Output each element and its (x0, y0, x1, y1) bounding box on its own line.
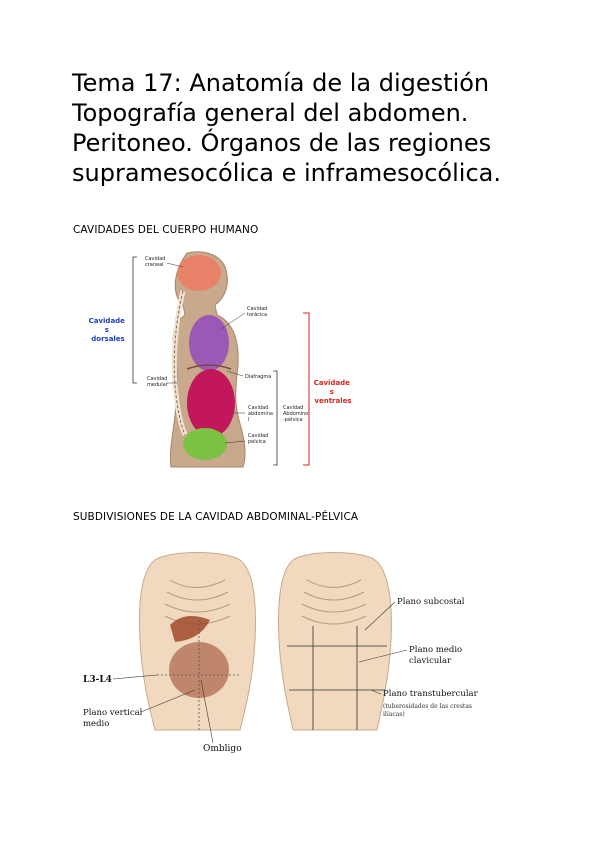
abdomino-pelvic-bracket (273, 370, 278, 466)
label-pelvica: Cavidad pélvica (248, 433, 270, 445)
pelvic-cavity (183, 428, 227, 460)
label-abdominal: Cavidad abdomina l (248, 405, 275, 423)
title-line-2: Topografía general del abdomen. (72, 99, 469, 127)
label-subcostal: Plano subcostal (397, 597, 465, 607)
label-l3l4: L3-L4 (83, 675, 112, 685)
abdominal-subdivisions-figure: L3-L4 Plano vertical medio Ombligo Plano… (83, 552, 479, 754)
label-plano-vertical: Plano vertical medio (83, 708, 145, 729)
label-transtubercular: Plano transtubercular (383, 689, 479, 699)
cranial-cavity (177, 255, 221, 291)
title-line-4: supramesocólica e inframesocólica. (72, 159, 501, 187)
section-heading-cavidades: CAVIDADES DEL CUERPO HUMANO (73, 224, 259, 236)
right-torso (278, 552, 392, 731)
label-medio-clavicular: Plano medio clavicular (409, 645, 465, 666)
dorsal-bracket (132, 256, 137, 384)
diaphragm-line (186, 364, 232, 370)
title-line-3: Peritoneo. Órganos de las regiones (72, 129, 492, 157)
label-ombligo: Ombligo (203, 744, 242, 754)
label-diafragma: Diafragma (245, 374, 271, 380)
right-ribs (301, 579, 367, 625)
liver (170, 616, 210, 642)
thoracic-cavity (189, 315, 229, 371)
label-dorsal: Cavidade s dorsales (89, 317, 128, 343)
title-line-1: Tema 17: Anatomía de la digestión (72, 69, 490, 97)
left-torso (139, 552, 256, 731)
label-craneal: Cavidad craneal (145, 256, 167, 268)
label-transtubercular-note: (tuberosidades de las crestas ilíacas) (383, 703, 474, 718)
page-title: Tema 17: Anatomía de la digestión Topogr… (72, 68, 572, 188)
label-ventral: Cavidade s ventrales (314, 379, 353, 405)
ventral-bracket (303, 312, 310, 466)
abdominal-cavity (187, 369, 235, 437)
section-heading-subdivisiones: SUBDIVISIONES DE LA CAVIDAD ABDOMINAL-PÉ… (73, 511, 359, 523)
label-toracica: Cavidad torácica (247, 306, 269, 318)
body-cavities-figure: Cavidade s dorsales Cavidad craneal Cavi… (89, 251, 353, 468)
label-abdomino-pelvica: Cavidad Abdomino -pélvica (283, 405, 310, 423)
label-medular: Cavidad medular (147, 376, 169, 388)
